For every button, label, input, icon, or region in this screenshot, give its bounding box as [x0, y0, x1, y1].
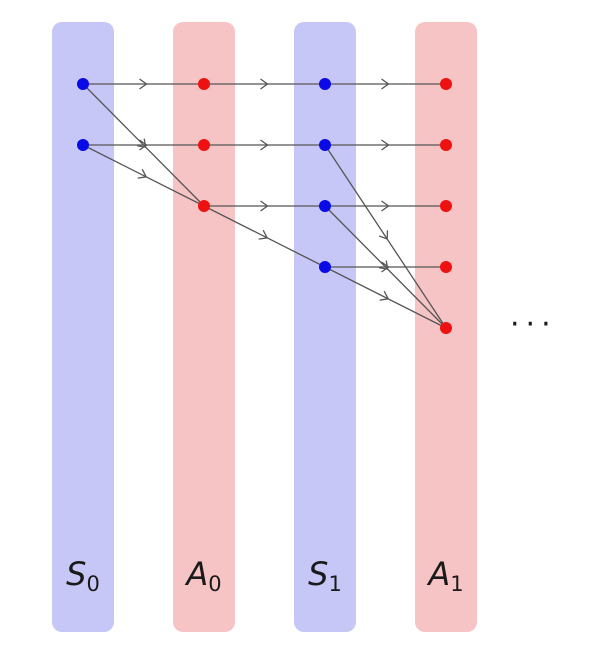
band-A0 [173, 22, 235, 632]
edge-arrow-s1d-a1d [381, 261, 390, 273]
edge-arrow-s0a-a0c [137, 138, 147, 148]
node-s1c [319, 200, 331, 212]
node-s0b [77, 139, 89, 151]
node-a1a [440, 78, 452, 90]
nodes [77, 78, 452, 334]
edge-arrow-s0b-a0c [137, 168, 148, 179]
column-label-S0: S0 [66, 555, 100, 596]
node-a1e [440, 322, 452, 334]
node-s1b [319, 139, 331, 151]
edge-arrow-s1c-a1c [381, 200, 390, 212]
edge-arrow-s0b-a0b [139, 139, 148, 151]
edge-arrow-a0c-s1c [260, 200, 269, 212]
column-label-A1: A1 [426, 555, 463, 596]
band-S0 [52, 22, 114, 632]
node-a0a [198, 78, 210, 90]
node-s0a [77, 78, 89, 90]
node-s1d [319, 261, 331, 273]
edge-arrow-s1b-a1b [381, 139, 390, 151]
ellipsis: ··· [510, 307, 557, 342]
edge-s1d-a1e [324, 266, 447, 329]
node-s1a [319, 78, 331, 90]
edges [82, 78, 447, 329]
column-labels: S0 A0 S1 A1 [66, 555, 463, 596]
edge-arrow-s1b-a1e [378, 230, 389, 240]
edge-a0c-s1d [203, 205, 326, 268]
node-a1c [440, 200, 452, 212]
edge-arrow-s0a-a0a [139, 78, 148, 90]
edge-arrow-s1d-a1e [379, 290, 390, 301]
edge-arrow-a0a-s1a [260, 78, 269, 90]
edge-s0b-a0c [82, 144, 205, 207]
band-S1 [294, 22, 356, 632]
column-bands [52, 22, 477, 632]
edge-arrow-s1a-a1a [381, 78, 390, 90]
node-a1b [440, 139, 452, 151]
edge-s1b-a1e [324, 144, 447, 329]
edge-arrow-a0b-s1b [260, 139, 269, 151]
edge-arrow-a0c-s1d [258, 229, 269, 240]
node-a0c [198, 200, 210, 212]
column-label-A0: A0 [184, 555, 221, 596]
node-a1d [440, 261, 452, 273]
node-a0b [198, 139, 210, 151]
edge-arrow-s1c-a1e [379, 260, 389, 270]
column-label-S1: S1 [308, 555, 342, 596]
